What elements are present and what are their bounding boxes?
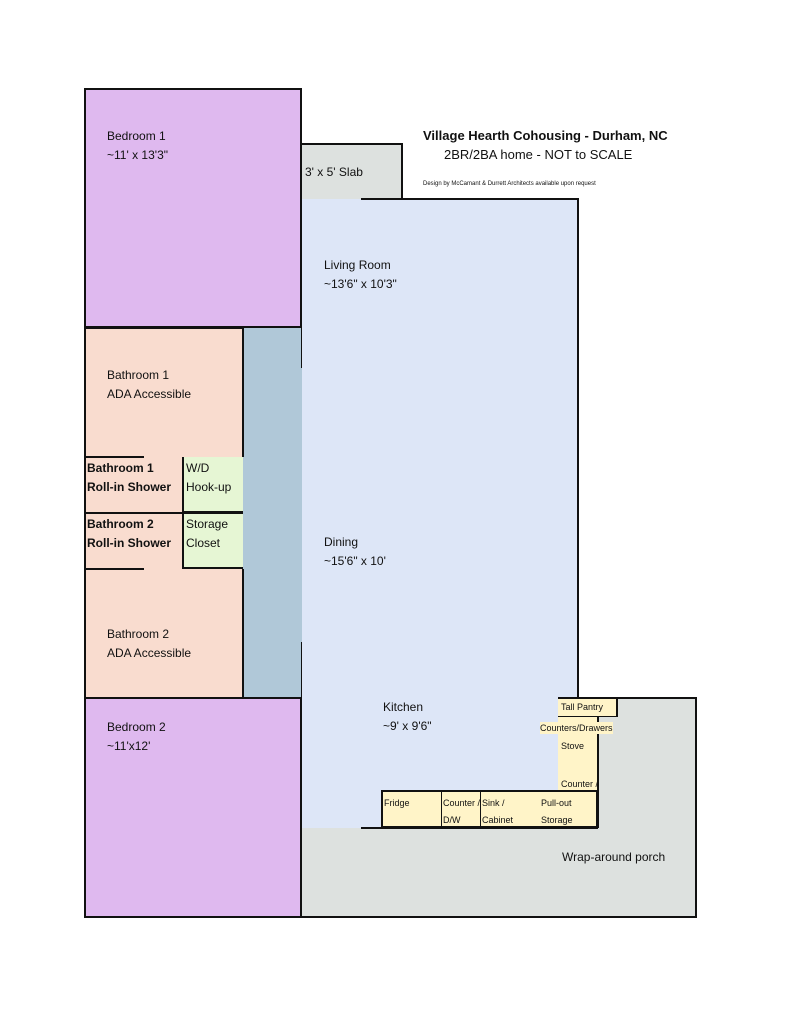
- room-note: ADA Accessible: [107, 387, 192, 401]
- pullout-label-2: Storage: [541, 815, 573, 825]
- room-size: ~11' x 13'3": [107, 148, 168, 162]
- counters-drawers-label: Counters/Drawers: [540, 722, 613, 734]
- room-note: Roll-in Shower: [87, 536, 171, 550]
- slab: [302, 143, 402, 199]
- porch-label: Wrap-around porch: [562, 850, 666, 864]
- room-note: Hook-up: [186, 480, 232, 494]
- bathroom-1: [84, 328, 243, 457]
- shower-2-label: Bathroom 2 Roll-in Shower: [87, 515, 171, 553]
- stove-label: Stove: [561, 741, 585, 751]
- room-name: Bathroom 1: [107, 368, 170, 382]
- counter-dw-label-1: Counter /: [443, 798, 481, 808]
- room-size: ~11'x12': [107, 739, 151, 753]
- living-label: Living Room ~13'6" x 10'3": [324, 256, 397, 294]
- shower-2: [84, 513, 182, 569]
- hallway: [243, 328, 302, 697]
- living-dining-area: [302, 199, 579, 697]
- shower-1: [84, 457, 182, 513]
- wd-label: W/D Hook-up: [186, 459, 231, 497]
- bathroom-2-label: Bathroom 2 ADA Accessible: [107, 625, 191, 663]
- fridge-label: Fridge: [384, 798, 410, 808]
- room-name: Bedroom 2: [107, 720, 166, 734]
- room-note: Closet: [186, 536, 221, 550]
- dining-label: Dining ~15'6" x 10': [324, 533, 386, 571]
- room-note: ADA Accessible: [107, 646, 192, 660]
- counter-dw-label-2: D/W: [443, 815, 461, 825]
- bedroom-1: [84, 88, 302, 328]
- bathroom-2: [84, 569, 243, 697]
- sink-label-1: Sink /: [482, 798, 505, 808]
- room-name: Kitchen: [383, 700, 424, 714]
- slab-label: 3' x 5' Slab: [305, 165, 363, 179]
- room-name: Dining: [324, 535, 359, 549]
- bedroom-1-label: Bedroom 1 ~11' x 13'3": [107, 127, 168, 165]
- pullout-label-1: Pull-out: [541, 798, 572, 808]
- design-credit: Design by McCamant & Durrett Architects …: [423, 181, 596, 187]
- shower-1-label: Bathroom 1 Roll-in Shower: [87, 459, 171, 497]
- room-name: Storage: [186, 517, 229, 531]
- room-name: Bathroom 1: [87, 461, 154, 475]
- bathroom-1-label: Bathroom 1 ADA Accessible: [107, 366, 191, 404]
- tall-pantry: [558, 697, 617, 717]
- room-name: Living Room: [324, 258, 391, 272]
- tall-pantry-label: Tall Pantry: [561, 702, 604, 712]
- room-size: ~13'6" x 10'3": [324, 277, 397, 291]
- room-size: ~15'6" x 10': [324, 554, 386, 568]
- plan-subtitle: 2BR/2BA home - NOT to SCALE: [444, 147, 633, 162]
- sink-label-2: Cabinet: [482, 815, 514, 825]
- room-name: Bathroom 2: [87, 517, 154, 531]
- kitchen-label: Kitchen ~9' x 9'6": [383, 698, 432, 736]
- counter-label: Counter /: [561, 779, 599, 789]
- bedroom-2: [84, 697, 302, 918]
- room-note: Roll-in Shower: [87, 480, 171, 494]
- room-name: Bathroom 2: [107, 627, 170, 641]
- storage-closet: [182, 513, 243, 569]
- room-name: Bedroom 1: [107, 129, 166, 143]
- room-size: ~9' x 9'6": [383, 719, 432, 733]
- bedroom-2-label: Bedroom 2 ~11'x12': [107, 718, 166, 756]
- plan-title: Village Hearth Cohousing - Durham, NC: [423, 128, 668, 143]
- room-name: W/D: [186, 461, 210, 475]
